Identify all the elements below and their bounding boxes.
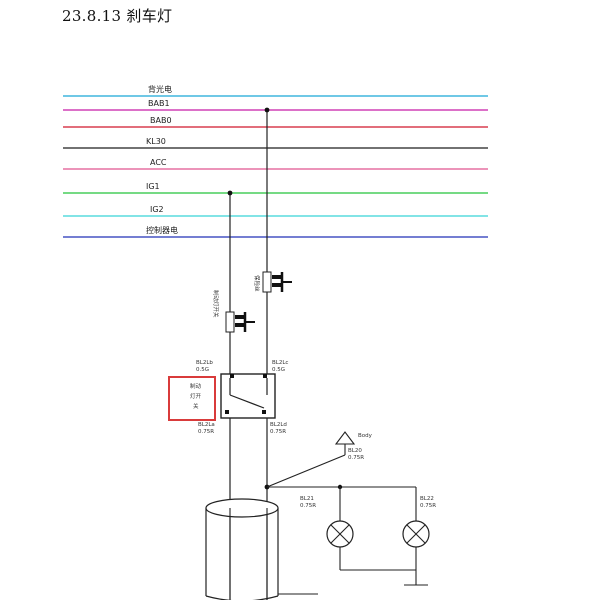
- rail-label-1: BAB1: [148, 99, 170, 108]
- lamp-left-label-2: 0.75R: [300, 503, 316, 509]
- switch-label-tr2: 0.5G: [272, 367, 285, 373]
- junction-label-2: 0.75R: [348, 455, 364, 461]
- fuse-right-label: 保险丝: [253, 275, 261, 292]
- junction-label: BL20: [348, 448, 362, 454]
- wire-to-ground-symbol: [266, 454, 346, 488]
- switch-label-br: BL2Ld: [270, 422, 287, 428]
- highlight-text-1: 制动: [190, 382, 202, 390]
- switch-label-tr: BL2Lc: [272, 360, 288, 366]
- fuse-left-icon: [225, 311, 255, 333]
- lamp-right-icon: [402, 520, 430, 548]
- rail-label-5: IG1: [146, 182, 160, 191]
- rail-label-6: IG2: [150, 205, 164, 214]
- switch-label-bl: BL2La: [198, 422, 215, 428]
- lamp-left-icon: [326, 520, 354, 548]
- fuse-right-icon: [262, 271, 292, 293]
- switch-label-br2: 0.75R: [270, 429, 286, 435]
- highlight-text-3: 关: [193, 402, 199, 410]
- switch-label-tl2: 0.5G: [196, 367, 209, 373]
- rail-label-3: KL30: [146, 137, 166, 146]
- fuse-left-label: 制动灯开关: [212, 290, 220, 318]
- harness-cylinder-icon: [205, 498, 279, 600]
- page-title: 23.8.13 刹车灯: [62, 7, 173, 25]
- rail-label-0: 背光电: [148, 84, 172, 94]
- highlight-text-2: 灯开: [190, 392, 202, 400]
- ground-label: Body: [358, 433, 373, 439]
- ground-triangle-icon: [334, 431, 356, 445]
- lamp-left-label: BL21: [300, 496, 314, 502]
- rail-label-7: 控制器电: [146, 225, 178, 235]
- lamp-right-label-2: 0.75R: [420, 503, 436, 509]
- node-bab1: [264, 107, 270, 113]
- rail-label-2: BAB0: [150, 116, 172, 125]
- node-ig1: [227, 190, 233, 196]
- lamp-right-label: BL22: [420, 496, 434, 502]
- switch-label-tl: BL2Lb: [196, 360, 213, 366]
- highlight-box: [168, 376, 216, 421]
- rail-label-4: ACC: [150, 158, 167, 167]
- brake-switch-icon: [220, 373, 276, 419]
- switch-label-bl2: 0.75R: [198, 429, 214, 435]
